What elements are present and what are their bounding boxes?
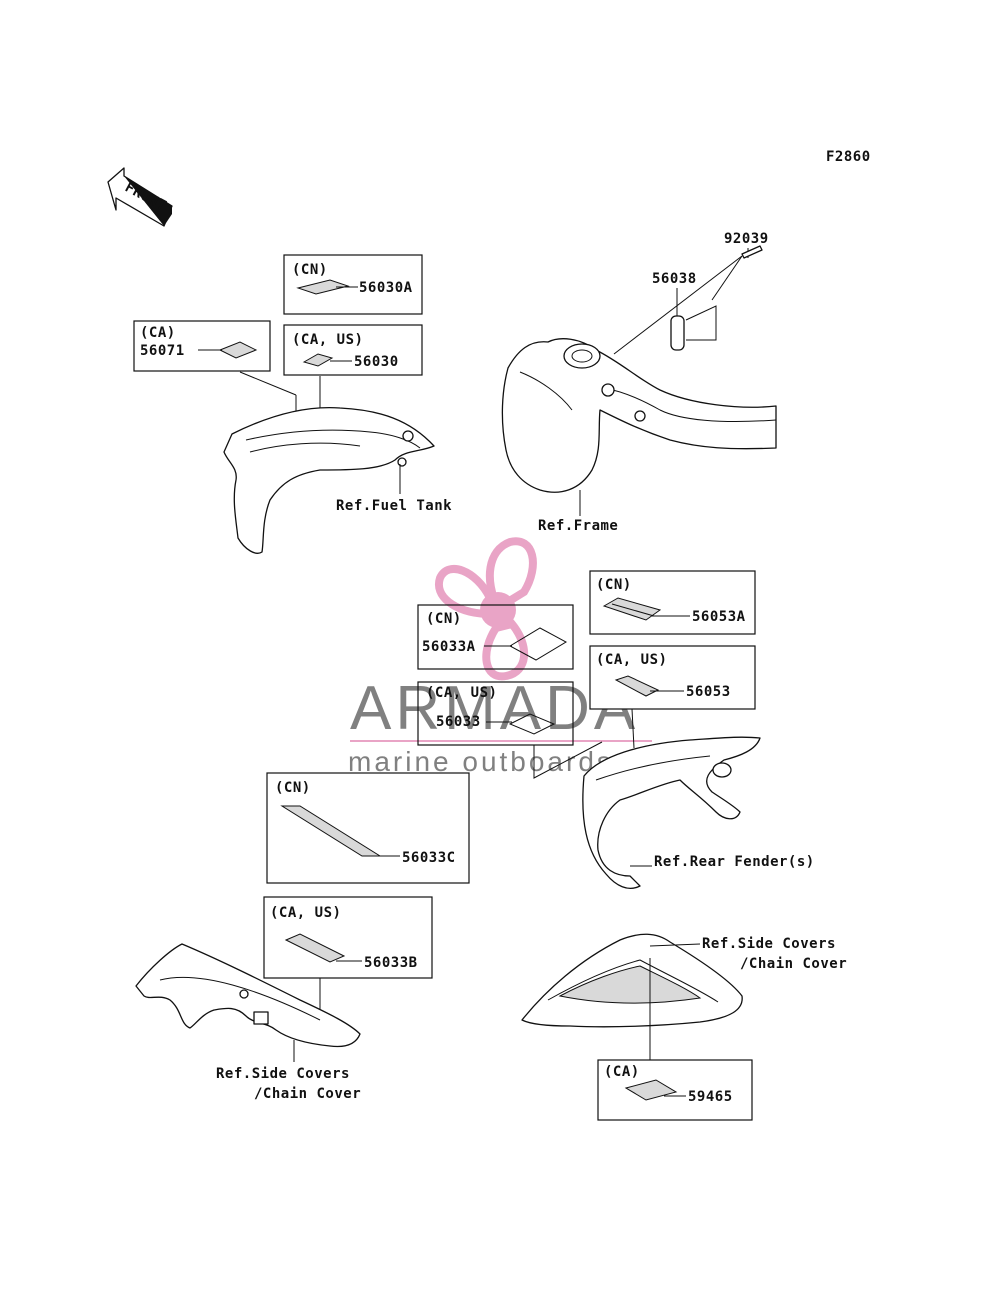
label-sticker-56030: [302, 353, 334, 367]
callout-region-56033b: (CA, US): [270, 905, 341, 921]
center-sticker-group: (CN) 56033A (CA, US) 56033: [417, 604, 603, 779]
callout-box-56030a: [283, 254, 423, 315]
callout-part-56038: 56038: [652, 271, 697, 287]
callout-part-56033: 56033: [436, 714, 481, 730]
callout-part-56030a: 56030A: [359, 280, 413, 296]
callout-part-56053: 56053: [686, 684, 731, 700]
callout-region-56030: (CA, US): [292, 332, 363, 348]
callout-region-56033a: (CN): [426, 611, 462, 627]
chain-cover-group: (CN) 56033C (CA, US) 56033B Ref.Side Cov…: [135, 772, 470, 1102]
strap-92039: [741, 245, 763, 259]
label-sticker-56033b: [284, 933, 346, 963]
callout-box-56033c: [266, 772, 470, 884]
ref-side-covers-right-2: /Chain Cover: [740, 956, 847, 972]
label-sticker-56033: [508, 713, 556, 735]
fuel-tank-group: (CN) 56030A (CA, US) 56030 (CA) 56071 Re…: [133, 254, 452, 554]
callout-part-56071: 56071: [140, 343, 185, 359]
label-sticker-56071: [218, 341, 258, 359]
callout-region-56033: (CA, US): [426, 685, 497, 701]
callout-part-56033a: 56033A: [422, 639, 476, 655]
rear-fender-group: (CN) 56053A (CA, US) 56053 Ref.Rear Fend…: [582, 570, 815, 889]
watermark-brand: ARMADA: [350, 674, 639, 743]
label-sticker-56030a: [296, 279, 350, 295]
callout-region-56053a: (CN): [596, 577, 632, 593]
figure-code: F2860: [826, 149, 871, 165]
callout-box-56030: [283, 324, 423, 376]
callout-region-56030a: (CN): [292, 262, 328, 278]
callout-region-56033c: (CN): [275, 780, 311, 796]
propeller-icon: [434, 537, 537, 681]
label-sticker-56053: [614, 675, 660, 697]
callout-box-56033a: [417, 604, 574, 670]
watermark-tagline: marine outboards: [348, 746, 614, 777]
ref-side-covers-left-1: Ref.Side Covers: [216, 1066, 350, 1082]
ref-side-covers-left-2: /Chain Cover: [254, 1086, 361, 1102]
callout-box-59465: [597, 1059, 753, 1121]
callout-part-59465: 59465: [688, 1089, 733, 1105]
callout-region-56053: (CA, US): [596, 652, 667, 668]
ref-frame: Ref.Frame: [538, 518, 618, 534]
side-cover-group: Ref.Side Covers /Chain Cover (CA) 59465: [521, 933, 847, 1121]
front-arrow-icon: FRONT: [107, 167, 173, 227]
fuel-tank-cover-part: [223, 406, 435, 554]
tag-56038: [670, 315, 685, 351]
label-sticker-59465: [624, 1079, 678, 1101]
ref-rear-fender: Ref.Rear Fender(s): [654, 854, 815, 870]
callout-box-56053: [589, 645, 756, 710]
callout-part-56053a: 56053A: [692, 609, 746, 625]
callout-part-56033b: 56033B: [364, 955, 418, 971]
ref-fuel-tank: Ref.Fuel Tank: [336, 498, 452, 514]
label-sticker-56033a: [508, 627, 568, 661]
callout-part-56033c: 56033C: [402, 850, 456, 866]
callout-box-56033: [417, 681, 574, 746]
armada-logo: ARMADA marine outboards: [348, 537, 652, 777]
callout-region-56071: (CA): [140, 325, 176, 341]
ref-side-covers-right-1: Ref.Side Covers: [702, 936, 836, 952]
rear-fender-part: [582, 736, 761, 889]
callout-region-59465: (CA): [604, 1064, 640, 1080]
label-sticker-56053a: [602, 597, 662, 621]
callout-part-56030: 56030: [354, 354, 399, 370]
frame-group: 92039 56038 Ref.Frame: [501, 231, 777, 534]
callout-part-92039: 92039: [724, 231, 769, 247]
